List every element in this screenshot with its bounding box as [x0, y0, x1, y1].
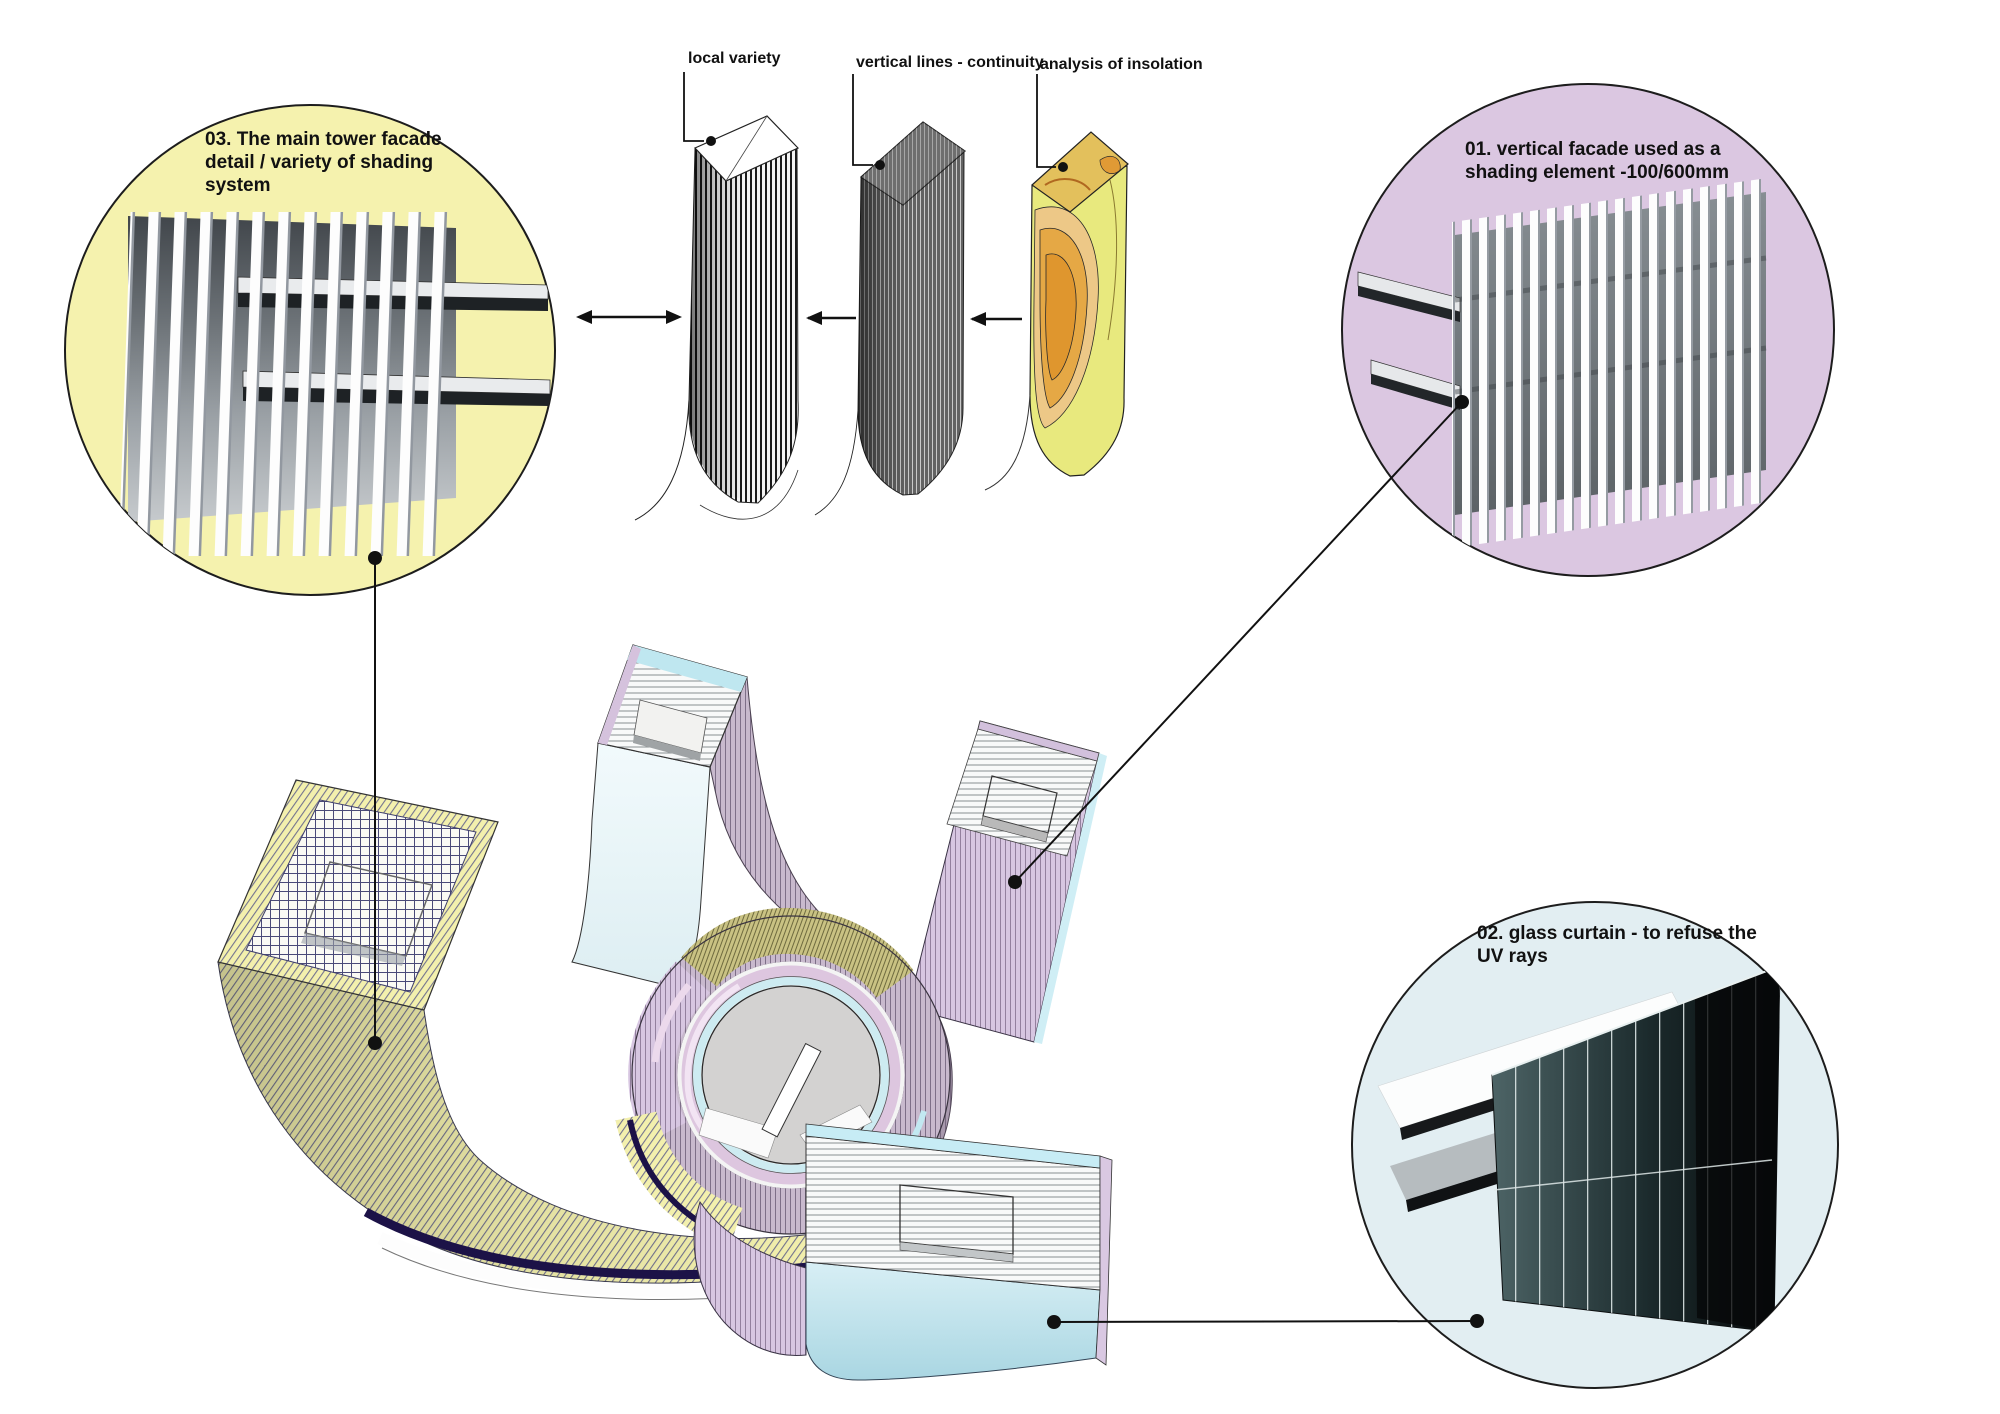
leader-dot-icon	[1470, 1314, 1484, 1328]
leader-insolation	[1036, 74, 1068, 172]
vertical-fins	[1452, 178, 1768, 548]
purple-tower	[907, 720, 1107, 1044]
bottom-tower	[693, 1123, 1113, 1381]
process-label-local-variety: local variety	[688, 50, 781, 67]
leader-02	[1047, 1314, 1484, 1329]
core-white-bar	[761, 1042, 822, 1138]
leader-dot-icon	[706, 136, 716, 146]
tower-insolation-analysis	[984, 131, 1129, 491]
main-tower-roof-mesh	[245, 799, 477, 993]
leader-vertical-lines	[852, 74, 885, 170]
fin-facade-render-01	[1357, 178, 1768, 548]
leader-03	[368, 551, 382, 1050]
leader-dot-icon	[1008, 875, 1022, 889]
callout-label-vertical-facade: 01. vertical facade used as a shading el…	[1465, 139, 1729, 184]
yellow-ring-wrap	[615, 1110, 744, 1248]
glass-curtain-render-02	[1377, 965, 1781, 1333]
leader-dot-icon	[1058, 162, 1068, 172]
tower-vertical-lines	[814, 121, 966, 516]
white-tower	[571, 644, 748, 989]
vertical-fins	[118, 212, 457, 556]
left-arrow-icon	[970, 312, 1022, 326]
callout-label-facade-detail: 03. The main tower facade detail / varie…	[205, 129, 442, 197]
process-label-insolation: analysis of insolation	[1040, 56, 1203, 73]
callout-circle-01	[1341, 83, 1835, 577]
central-model	[217, 644, 1113, 1381]
bottom-tower-glass-base	[805, 1261, 1101, 1381]
callout-circle-03	[64, 104, 556, 596]
leader-dot-icon	[875, 160, 885, 170]
callout-circle-02	[1351, 901, 1839, 1389]
leader-dot-icon	[1455, 395, 1469, 409]
khaki-band	[681, 907, 914, 999]
left-arrow-icon	[806, 311, 856, 325]
double-arrow-icon	[576, 310, 682, 324]
leader-dot-icon	[368, 1036, 382, 1050]
leader-01	[1008, 395, 1469, 889]
callout-label-glass-curtain: 02. glass curtain - to refuse the UV ray…	[1477, 923, 1757, 968]
fin-facade-render-03	[118, 212, 551, 556]
core-ring	[628, 907, 951, 1235]
process-label-vertical-lines: vertical lines - continuity	[856, 54, 1044, 71]
tower-local-variety	[634, 115, 800, 521]
leader-dot-icon	[368, 551, 382, 565]
leader-local-variety	[683, 72, 716, 146]
leader-dot-icon	[1047, 1315, 1061, 1329]
